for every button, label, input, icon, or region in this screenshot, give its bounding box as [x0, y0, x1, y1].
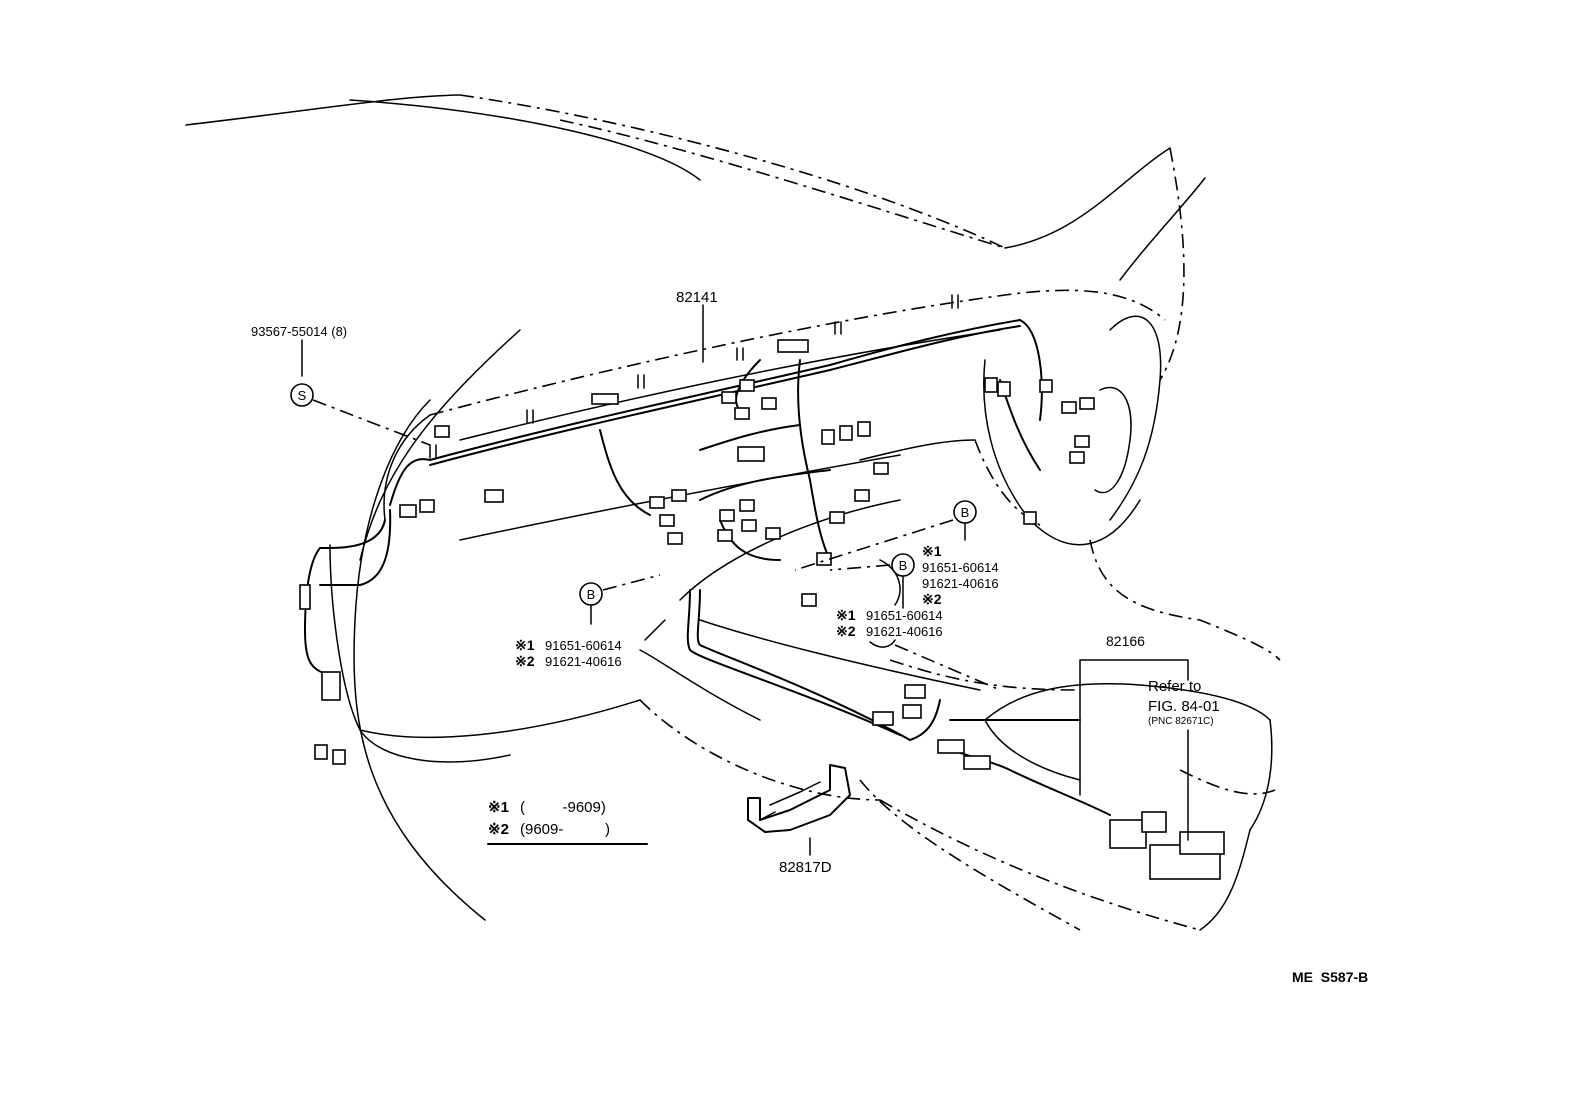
clamps [429, 294, 959, 459]
marker-b-right: B [953, 500, 977, 524]
bolt-center-part1: 91651-60614 [866, 608, 943, 623]
bolt-center-mark1: ※1 [836, 607, 856, 623]
label-fig-ref: FIG. 84-01 [1148, 698, 1220, 715]
bolt-right-mark2: ※2 [922, 591, 942, 607]
bolt-left-mark1: ※1 [515, 637, 535, 653]
marker-s: S [290, 383, 314, 407]
leader-lines [301, 304, 1189, 856]
legend-row2-mark: ※2 [488, 821, 509, 838]
bolt-right-callout: ※1 91651-60614 91621-40616 ※2 [922, 543, 999, 607]
marker-b-center-text: B [899, 558, 908, 573]
bolt-right-mark1: ※1 [922, 543, 942, 559]
bolt-center-part2: 91621-40616 [866, 624, 943, 639]
label-refer-to: Refer to [1148, 678, 1201, 695]
bolt-left-callout: ※1 91651-60614 ※2 91621-40616 [515, 637, 622, 669]
label-93567: 93567-55014 (8) [251, 324, 347, 339]
marker-b-right-text: B [961, 505, 970, 520]
legend: ※1 ( -9609) ※2 (9609- ) [488, 799, 610, 838]
bolt-right-part1: 91651-60614 [922, 560, 999, 575]
body-outline [185, 94, 1206, 921]
bolt-left-mark2: ※2 [515, 653, 535, 669]
legend-row2-text: (9609- ) [520, 821, 610, 838]
connectors [299, 377, 1095, 765]
legend-row1-text: ( -9609) [520, 799, 606, 816]
label-pnc-ref: (PNC 82671C) [1148, 716, 1214, 727]
label-82166: 82166 [1106, 633, 1145, 649]
instrument-panel [329, 289, 1281, 801]
label-82141: 82141 [676, 289, 718, 306]
bolt-right-part2: 91621-40616 [922, 576, 999, 591]
marker-b-center: B [891, 553, 915, 577]
figure-code: ME S587-B [1292, 969, 1368, 985]
marker-s-text: S [298, 388, 307, 403]
marker-b-left-text: B [587, 587, 596, 602]
harness-82166 [872, 684, 1225, 880]
bolt-center-callout: ※1 91651-60614 ※2 91621-40616 [836, 607, 943, 639]
harness-82141 [304, 319, 1043, 741]
bolt-left-part2: 91621-40616 [545, 654, 622, 669]
label-82817D: 82817D [779, 859, 832, 876]
marker-b-left: B [579, 582, 603, 606]
console [859, 683, 1276, 931]
bolt-left-part1: 91651-60614 [545, 638, 622, 653]
legend-row1-mark: ※1 [488, 799, 509, 816]
bolt-center-mark2: ※2 [836, 623, 856, 639]
bracket-82817D [747, 764, 851, 833]
